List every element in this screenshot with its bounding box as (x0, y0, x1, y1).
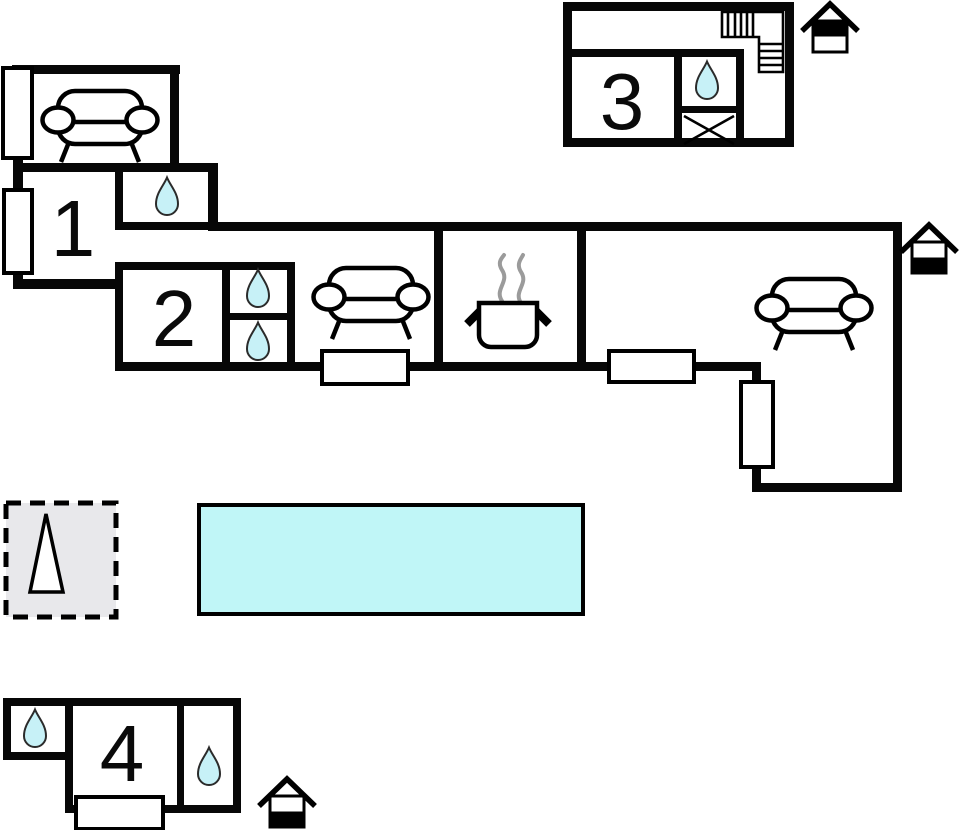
room-3-label: 3 (600, 57, 645, 146)
stove-pot-icon (464, 253, 552, 350)
wall-segment (208, 163, 218, 231)
wall-segment (170, 65, 179, 168)
steam-line (516, 253, 526, 305)
wall-segment (893, 222, 902, 492)
wall-segment (3, 698, 11, 760)
water-drop-icon (246, 268, 270, 308)
windows (1, 66, 775, 830)
room-1-label: 1 (51, 184, 96, 273)
wall-segment (230, 313, 292, 320)
wall-segment (785, 2, 794, 147)
wall-segment (3, 698, 241, 706)
wall-segment (563, 2, 794, 11)
house-upper-floor-icon (802, 4, 858, 52)
wall-segment (115, 262, 123, 371)
steam-line (497, 253, 507, 303)
tent-icon (27, 513, 66, 594)
room-4-label: 4 (100, 709, 145, 798)
water-drop-icon (246, 321, 270, 361)
sofa-icon (314, 268, 429, 339)
wall-segment (563, 2, 572, 147)
wall-segment (13, 65, 23, 289)
tent-pitch-outline (3, 500, 119, 620)
wall-segment (208, 222, 902, 231)
wall-segment (752, 483, 902, 492)
window-marker (320, 349, 410, 386)
wall-segment (12, 65, 180, 74)
sofa-icon (43, 91, 158, 162)
window-marker (74, 795, 165, 830)
room-2-label: 2 (152, 274, 197, 363)
window-marker (2, 188, 34, 275)
shower-icon (683, 114, 735, 146)
tent-pitch-area (3, 500, 119, 620)
house-ground-floor-icon (259, 779, 315, 827)
sofa-icon (757, 279, 872, 350)
water-drop-icon (155, 176, 179, 216)
water-drop-icon (695, 60, 719, 100)
swimming-pool (197, 503, 585, 616)
window-marker (1, 66, 34, 160)
wall-segment (115, 262, 294, 270)
wall-segment (570, 49, 744, 57)
wall-segment (115, 163, 123, 230)
wall-segment (222, 262, 230, 371)
stairs-icon (720, 10, 785, 74)
wall-segment (736, 49, 744, 145)
wall-segment (674, 53, 682, 145)
wall-segment (680, 106, 738, 113)
wall-segment (577, 222, 586, 371)
wall-segment (65, 698, 73, 813)
house-ground-floor-icon (901, 225, 957, 273)
wall-segment (287, 262, 295, 371)
water-drop-icon (197, 746, 221, 786)
wall-segment (434, 222, 443, 371)
pot-body (476, 300, 540, 350)
wall-segment (177, 698, 184, 810)
wall-segment (233, 698, 241, 813)
window-marker (739, 380, 775, 469)
wall-segment (123, 222, 218, 230)
window-marker (607, 349, 696, 384)
water-drop-icon (23, 708, 47, 748)
walls (3, 2, 902, 813)
wall-segment (13, 279, 123, 289)
wall-segment (3, 752, 73, 760)
